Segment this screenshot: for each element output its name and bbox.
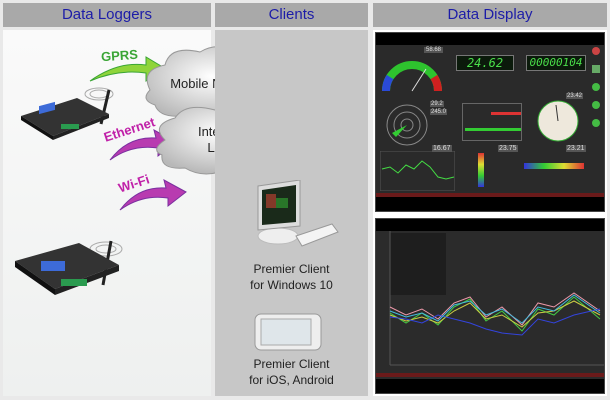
bottom-nav — [376, 379, 604, 393]
lcd-display-2: 00000104 — [526, 55, 586, 71]
header-data-loggers: Data Loggers — [3, 3, 211, 27]
line-chart-icon — [380, 151, 455, 191]
data-logger-device-icon — [15, 240, 123, 295]
wifi-arrow-icon — [119, 179, 187, 211]
bottom-nav — [376, 197, 604, 211]
alarm-button[interactable] — [592, 47, 600, 55]
header-data-display: Data Display — [373, 3, 607, 27]
multi-series-line-chart — [389, 231, 604, 366]
lcd-display-1: 24.62 — [456, 55, 514, 71]
desktop-computer-icon — [257, 180, 339, 247]
dashboard-toolbar — [376, 33, 604, 45]
vbar-value: 23.75 — [498, 145, 518, 152]
radar-value-2: 245.0 — [430, 109, 448, 115]
data-logger-device-icon — [21, 87, 114, 140]
dial-value: 23.42 — [566, 93, 584, 99]
mobile-client-line2: for iOS, Android — [249, 373, 334, 387]
side-buttons — [590, 47, 602, 187]
radar-chart-icon — [386, 104, 428, 146]
gprs-label: GPRS — [100, 46, 139, 65]
line-chart-value: 16.67 — [432, 145, 452, 152]
status-button[interactable] — [592, 101, 600, 109]
vertical-bar-gauge — [478, 153, 484, 187]
data-display-panel: 58.68 24.62 00000104 29.2 245.0 23.42 16… — [373, 30, 607, 396]
dashboard-screen: 58.68 24.62 00000104 29.2 245.0 23.42 16… — [375, 32, 605, 212]
chart-toolbar — [376, 219, 604, 231]
tablet-icon — [254, 313, 322, 351]
windows-client-line1: Premier Client — [253, 262, 330, 276]
horizontal-bar-gauge — [524, 163, 584, 169]
arc-gauge-icon — [381, 61, 443, 92]
chart-tooltip — [390, 233, 446, 295]
windows-client-line2: for Windows 10 — [250, 278, 333, 292]
dial-gauge-icon — [537, 100, 579, 142]
radar-value-1: 29.2 — [430, 101, 444, 107]
header-clients: Clients — [215, 3, 368, 27]
gauge-value: 58.68 — [424, 47, 444, 53]
panel-button[interactable] — [592, 65, 600, 73]
mobile-client-line1: Premier Client — [253, 357, 330, 371]
clients-panel: Premier Client for Windows 10 Premier Cl… — [215, 30, 368, 396]
hbar-value: 23.21 — [566, 145, 586, 152]
trend-chart-screen — [375, 218, 605, 394]
bar-status-chart — [462, 103, 522, 141]
status-button[interactable] — [592, 119, 600, 127]
status-button[interactable] — [592, 83, 600, 91]
